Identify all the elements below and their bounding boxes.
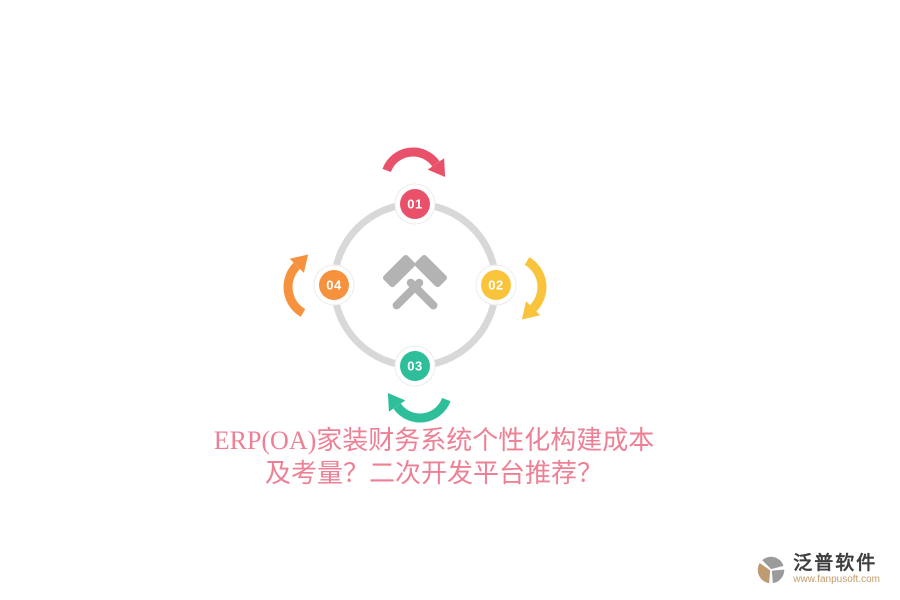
arrow-bottom-head xyxy=(387,393,406,412)
step-badge-02-number: 02 xyxy=(488,278,503,293)
fanpu-logo-wedge-bottom xyxy=(770,567,786,585)
arrow-top-arc xyxy=(382,147,440,173)
crossed-hammers-icon xyxy=(383,255,447,310)
brand-text-block: 泛普软件 www.fanpusoft.com xyxy=(793,553,880,586)
fanpu-logo-wedge-top xyxy=(760,554,786,571)
step-badge-02: 02 xyxy=(475,264,517,306)
step-badge-02-fill xyxy=(481,270,511,300)
arrow-top xyxy=(382,147,446,177)
arrow-top-head xyxy=(427,158,446,177)
brand-name: 泛普软件 xyxy=(793,553,878,574)
arrow-left-arc xyxy=(283,262,306,317)
arrow-right-head xyxy=(521,301,541,320)
brand-watermark: 泛普软件 www.fanpusoft.com xyxy=(756,553,880,586)
step-badge-03-number: 03 xyxy=(407,359,422,374)
arrow-left-head xyxy=(289,254,309,273)
step-badge-01-fill xyxy=(400,189,430,219)
step-badge-03-fill xyxy=(400,351,430,381)
arrow-right-arc xyxy=(524,257,547,312)
arrow-left xyxy=(283,254,309,317)
page-title: ERP(OA)家装财务系统个性化构建成本 及考量？二次开发平台推荐？ xyxy=(0,424,868,490)
page-title-line1: ERP(OA)家装财务系统个性化构建成本 xyxy=(213,426,655,455)
step-badge-01-number: 01 xyxy=(407,197,422,212)
fanpu-logo-icon xyxy=(756,554,786,585)
arrow-bottom xyxy=(387,393,451,423)
step-badge-04-fill xyxy=(319,270,349,300)
brand-website: www.fanpusoft.com xyxy=(793,574,880,585)
arrow-right xyxy=(521,257,547,320)
step-badge-04: 04 xyxy=(313,264,355,306)
step-badge-03: 03 xyxy=(394,345,436,387)
step-badge-01: 01 xyxy=(394,183,436,225)
step-badge-04-number: 04 xyxy=(326,278,342,293)
arrow-bottom-arc xyxy=(393,397,451,423)
page-title-line2: 及考量？二次开发平台推荐？ xyxy=(264,459,603,488)
fanpu-logo-wedge-tan xyxy=(756,560,773,585)
